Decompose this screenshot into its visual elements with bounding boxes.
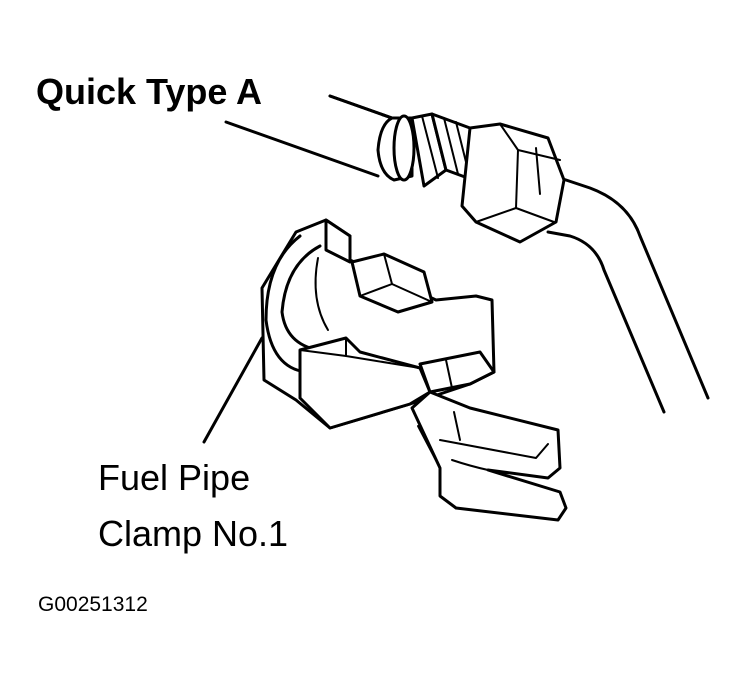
clamp-label-line2: Clamp No.1 — [98, 513, 289, 554]
clamp-label-line1: Fuel Pipe — [98, 457, 251, 498]
connector-label: Quick Type A — [36, 71, 263, 112]
clamp-leader-line — [202, 336, 264, 444]
connector-leader-line — [328, 94, 394, 120]
figure-id: G00251312 — [38, 593, 148, 616]
quick-connector — [376, 112, 566, 244]
fuel-pipe-clamp — [260, 218, 568, 522]
fuel-pipe — [546, 176, 710, 414]
